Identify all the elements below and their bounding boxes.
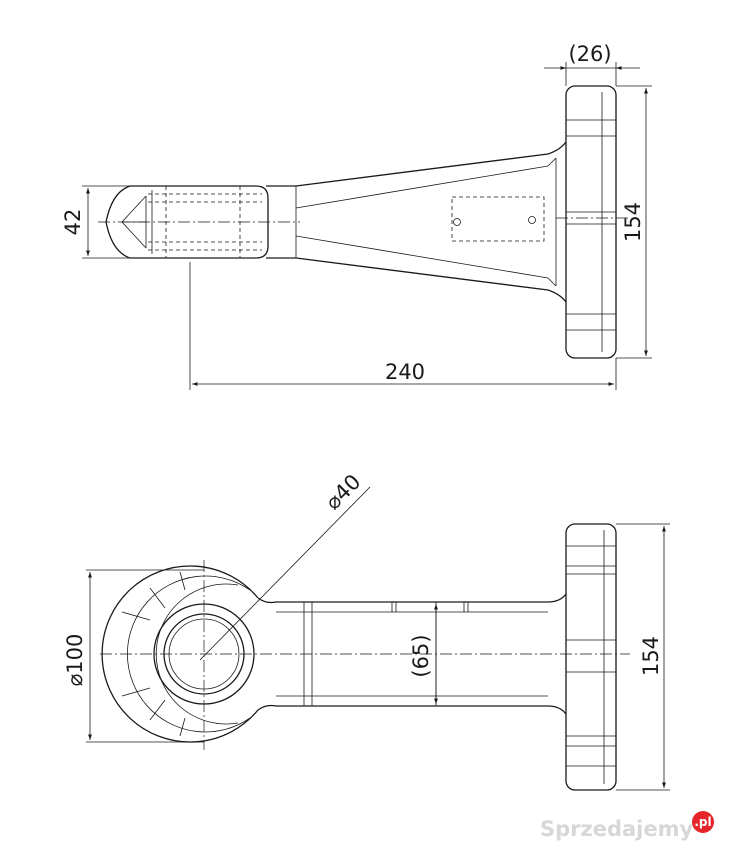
screw-left-icon	[453, 218, 461, 226]
dim-eye-diameter: ⌀100	[63, 634, 87, 687]
hidden-plate	[451, 196, 545, 242]
watermark-text: Sprzedajemy	[540, 817, 694, 841]
watermark-badge-icon	[692, 811, 714, 833]
screw-right-icon	[528, 216, 536, 224]
dim-total-length: 240	[385, 360, 425, 384]
dim-flange-thickness: (26)	[568, 42, 611, 66]
arm-lower-edge	[295, 257, 567, 303]
arm-upper-edge-bottom	[257, 593, 567, 604]
flange-plate-bottom	[565, 523, 617, 791]
dim-flange-height-bottom: 154	[639, 636, 663, 676]
bottom-view: ⌀40 ⌀100 (65) 154	[63, 470, 670, 791]
flange-plate	[565, 85, 617, 359]
dim-arm-width: (65)	[409, 634, 433, 677]
dim-flange-height-top: 154	[621, 202, 645, 242]
arm-lower-edge-bottom	[257, 704, 567, 715]
arm-upper-edge	[295, 141, 567, 187]
dim-bore-diameter: ⌀40	[321, 470, 366, 515]
watermark: Sprzedajemy .pl	[540, 811, 714, 841]
dim-tip-height: 42	[61, 209, 85, 236]
watermark-badge-text: .pl	[694, 815, 711, 829]
top-view: (26) 154 240 42	[61, 42, 652, 390]
